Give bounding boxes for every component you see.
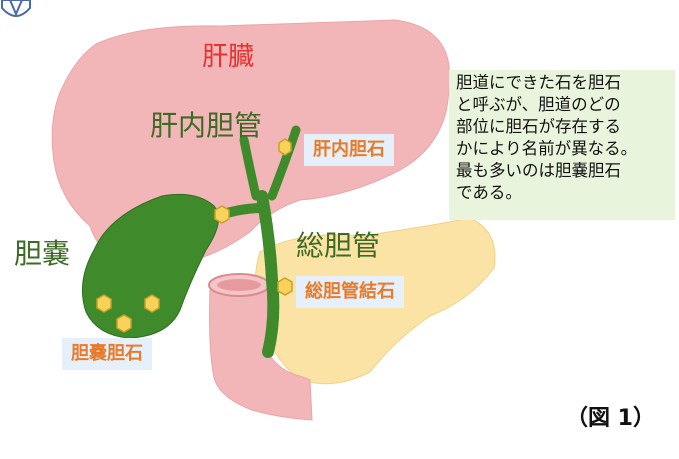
note-line: と呼ぶが、胆道のどの [456, 94, 675, 116]
intrahepatic-duct-label: 肝内胆管 [150, 112, 262, 140]
stone-common-duct [278, 278, 292, 295]
stone-gb-2 [145, 295, 159, 312]
note-line: 胆道にできた石を胆石 [456, 72, 675, 94]
stone-intrahepatic [279, 139, 291, 155]
note-line: かにより名前が異なる。 [456, 138, 675, 160]
liver-label: 肝臓 [202, 44, 254, 70]
intrahepatic-stone-label: 肝内胆石 [304, 134, 394, 166]
explanation-note: 胆道にできた石を胆石 と呼ぶが、胆道のどの 部位に胆石が存在する かにより名前が… [449, 70, 675, 220]
gallbladder-stone-label: 胆嚢胆石 [62, 338, 152, 370]
doctor-coat-icon [2, 0, 30, 16]
figure-label: （図 1） [566, 400, 655, 432]
stone-gb-3 [117, 315, 131, 332]
stone-duct-junction [215, 206, 229, 223]
stone-gb-1 [97, 295, 111, 312]
note-line: 最も多いのは胆嚢胆石 [456, 160, 675, 182]
gallbladder-label: 胆嚢 [14, 240, 70, 268]
common-duct-stone-label: 総胆管結石 [296, 276, 404, 308]
note-line: 部位に胆石が存在する [456, 116, 675, 138]
note-line: である。 [456, 182, 675, 204]
common-bile-duct-label: 総胆管 [296, 232, 380, 260]
